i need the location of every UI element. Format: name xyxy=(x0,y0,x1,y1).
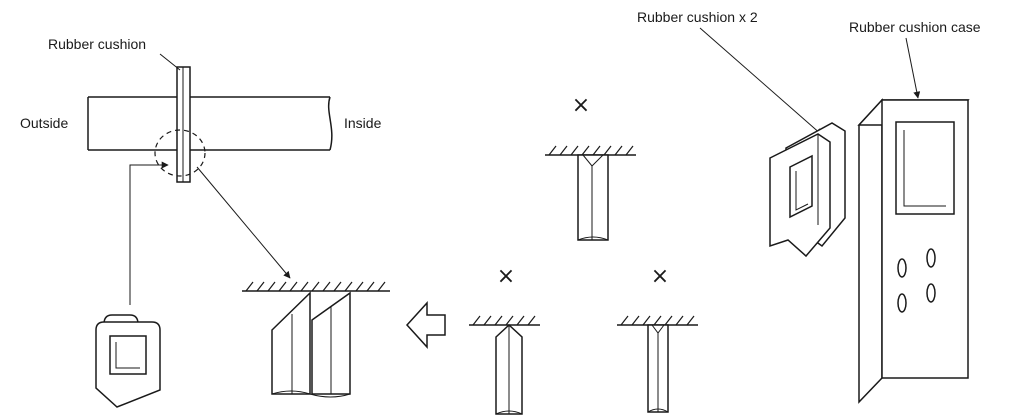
wrong-detail-right xyxy=(617,315,698,413)
cushion-icon-front xyxy=(95,321,161,408)
outside-label: Outside xyxy=(20,115,68,131)
wrong-left-hatch xyxy=(472,315,536,326)
inside-label: Inside xyxy=(344,115,382,131)
outline-arrow-icon xyxy=(405,301,446,349)
detail-leader xyxy=(196,166,291,279)
rubber-cushion-x2-label: Rubber cushion x 2 xyxy=(637,9,758,25)
correct-blade-break xyxy=(271,390,351,398)
wrong-top-hatch xyxy=(548,145,634,156)
detail-circle xyxy=(154,129,206,177)
rubber-cushion-label: Rubber cushion xyxy=(48,36,146,52)
wrong-right-hatch xyxy=(620,315,695,326)
rubber-cushion-case-leader xyxy=(905,37,921,99)
case-hole-3 xyxy=(897,293,907,313)
wrong-mark-right: × xyxy=(651,264,669,289)
cushion-leader xyxy=(129,161,169,305)
wrong-top-break xyxy=(577,236,609,241)
case-hole-4 xyxy=(926,283,936,303)
rubber-cushion-x2-leader xyxy=(699,27,823,136)
wrong-mark-top: × xyxy=(572,93,590,118)
wrong-detail-top xyxy=(545,145,636,241)
case-window-bevel xyxy=(903,130,946,207)
rubber-cushion-pair xyxy=(769,122,846,258)
cushion-pair-front xyxy=(769,133,831,258)
cushion-pair-inner xyxy=(795,171,809,211)
wrong-top-blade xyxy=(577,154,609,241)
cushion-pair-window xyxy=(789,154,813,219)
wrong-mark-left: × xyxy=(497,264,515,289)
rubber-cushion-case-label: Rubber cushion case xyxy=(849,19,981,35)
wrong-detail-left xyxy=(469,315,540,415)
case-side-face xyxy=(858,98,883,404)
case-window xyxy=(895,121,955,215)
case-hole-1 xyxy=(897,258,907,278)
wrong-right-break xyxy=(647,408,669,413)
wrong-left-break xyxy=(495,410,523,415)
rubber-cushion-case xyxy=(857,98,970,404)
correct-blade-left xyxy=(271,291,311,395)
rubber-cushion-leader xyxy=(159,53,181,71)
correct-detail xyxy=(242,281,390,398)
case-hole-2 xyxy=(926,248,936,268)
correct-hatch xyxy=(245,281,386,292)
wall-break-edge xyxy=(327,96,333,151)
cushion-icon xyxy=(95,314,161,408)
cushion-icon-inner xyxy=(115,342,140,369)
cushion-icon-window xyxy=(109,335,147,375)
case-front-face xyxy=(881,99,969,379)
wall-section xyxy=(87,66,333,183)
